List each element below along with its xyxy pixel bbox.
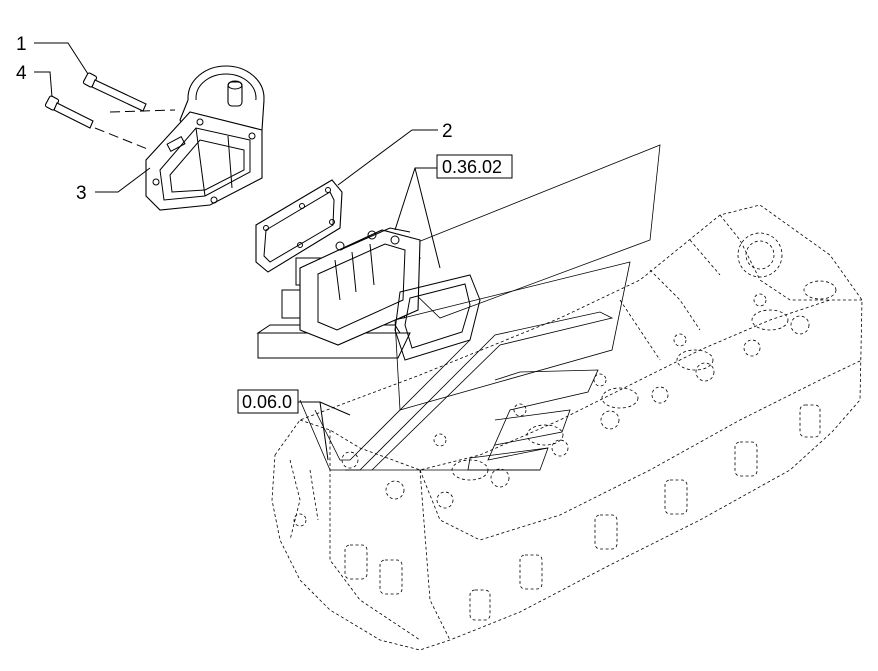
callout-3: 3: [76, 183, 87, 204]
svg-text:0.36.02: 0.36.02: [442, 157, 502, 177]
svg-text:0.06.0: 0.06.0: [242, 392, 292, 412]
bolt-4: [44, 95, 94, 129]
part-2-gasket: [255, 179, 343, 273]
bolt-1: [82, 72, 147, 112]
callout-2: 2: [442, 121, 453, 142]
part-3-intake-housing: [145, 65, 265, 211]
svg-text:2: 2: [442, 121, 453, 142]
callout-1: 1: [16, 34, 27, 55]
intermediate-flange-assembly: [299, 227, 481, 361]
reference-box-0-36-02[interactable]: 0.36.02: [436, 154, 513, 179]
leader-lines: [34, 42, 441, 461]
reference-box-0-06-0[interactable]: 0.06.0: [237, 389, 299, 414]
svg-text:3: 3: [76, 183, 87, 204]
assembly-axis-lines: [94, 109, 176, 151]
engine-cylinder-head-phantom: [271, 204, 863, 651]
svg-text:1: 1: [16, 34, 27, 55]
svg-text:4: 4: [16, 63, 27, 84]
callout-4: 4: [16, 63, 27, 84]
